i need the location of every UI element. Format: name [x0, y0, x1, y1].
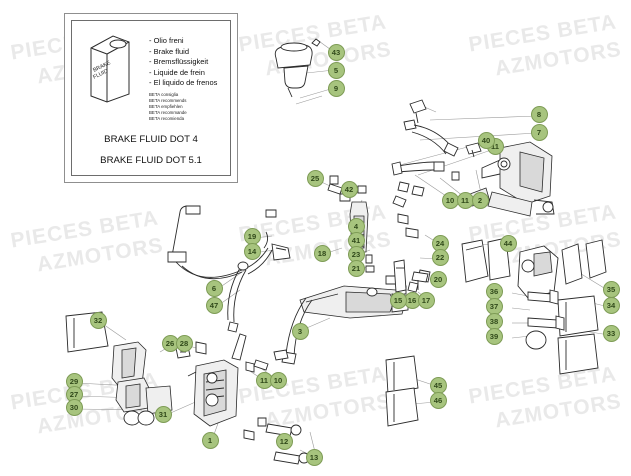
callout-10[interactable]: 10: [441, 191, 459, 209]
beta-recommendation-2: BETA empfiehlen: [149, 104, 183, 109]
callout-17[interactable]: 17: [417, 291, 435, 309]
fluid-name-0: - Olio freni: [149, 36, 184, 45]
beta-recommendation-0: BETA consiglia: [149, 92, 179, 97]
callout-38[interactable]: 38: [485, 312, 503, 330]
legend-inner-border: [71, 20, 231, 176]
beta-recommendation-3: BETA recommande: [149, 110, 187, 115]
callout-8[interactable]: 8: [530, 105, 548, 123]
callout-11[interactable]: 11: [456, 191, 474, 209]
fluid-name-2: - Bremsflüssigkeit: [149, 57, 209, 67]
callout-15[interactable]: 15: [389, 291, 407, 309]
callout-18[interactable]: 18: [313, 244, 331, 262]
callout-34[interactable]: 34: [602, 296, 620, 314]
callout-21[interactable]: 21: [347, 259, 365, 277]
callout-47[interactable]: 47: [205, 296, 223, 314]
brake-fluid-bottle-icon: BRAKE FLUID: [90, 35, 130, 103]
callout-7[interactable]: 7: [530, 123, 548, 141]
callout-25[interactable]: 25: [306, 169, 324, 187]
callout-1[interactable]: 1: [201, 431, 219, 449]
brake-fluid-legend-box: BRAKE FLUID - Olio freni- Brake fluid- B…: [64, 13, 238, 183]
callout-31[interactable]: 31: [154, 405, 172, 423]
callout-39[interactable]: 39: [485, 327, 503, 345]
callout-24[interactable]: 24: [431, 234, 449, 252]
callout-9[interactable]: 9: [327, 79, 345, 97]
callout-45[interactable]: 45: [429, 376, 447, 394]
fluid-name-1: - Brake fluid: [149, 46, 190, 56]
callout-5[interactable]: 5: [327, 61, 345, 79]
callout-43[interactable]: 43: [327, 43, 345, 61]
callout-35[interactable]: 35: [602, 280, 620, 298]
callout-12[interactable]: 12: [275, 432, 293, 450]
callout-32[interactable]: 32: [89, 311, 107, 329]
callout-40[interactable]: 40: [477, 131, 495, 149]
brake-fluid-spec-dot51: BRAKE FLUID DOT 5.1: [100, 155, 202, 166]
fluid-name-3: - Liquide de frein: [149, 67, 205, 77]
callout-36[interactable]: 36: [485, 282, 503, 300]
callout-3[interactable]: 3: [291, 322, 309, 340]
callout-20[interactable]: 20: [429, 270, 447, 288]
beta-recommendation-1: BETA recommends: [149, 98, 187, 103]
brake-fluid-spec-dot4: BRAKE FLUID DOT 4: [104, 134, 198, 145]
callout-6[interactable]: 6: [205, 279, 223, 297]
fluid-name-4: - El liquido de frenos: [149, 78, 218, 88]
callout-10[interactable]: 10: [269, 371, 287, 389]
callout-44[interactable]: 44: [499, 234, 517, 252]
callout-46[interactable]: 46: [429, 391, 447, 409]
callout-14[interactable]: 14: [243, 242, 261, 260]
callout-42[interactable]: 42: [340, 180, 358, 198]
callout-37[interactable]: 37: [485, 297, 503, 315]
beta-recommendation-4: BETA recomienda: [149, 116, 185, 121]
callout-13[interactable]: 13: [305, 448, 323, 466]
callout-33[interactable]: 33: [602, 324, 620, 342]
callout-22[interactable]: 22: [431, 248, 449, 266]
callout-19[interactable]: 19: [243, 227, 261, 245]
callout-30[interactable]: 30: [65, 398, 83, 416]
callout-2[interactable]: 2: [471, 191, 489, 209]
callout-28[interactable]: 28: [175, 334, 193, 352]
fluid-name-list: - Olio freni- Brake fluid- Bremsflüssigk…: [149, 36, 217, 89]
